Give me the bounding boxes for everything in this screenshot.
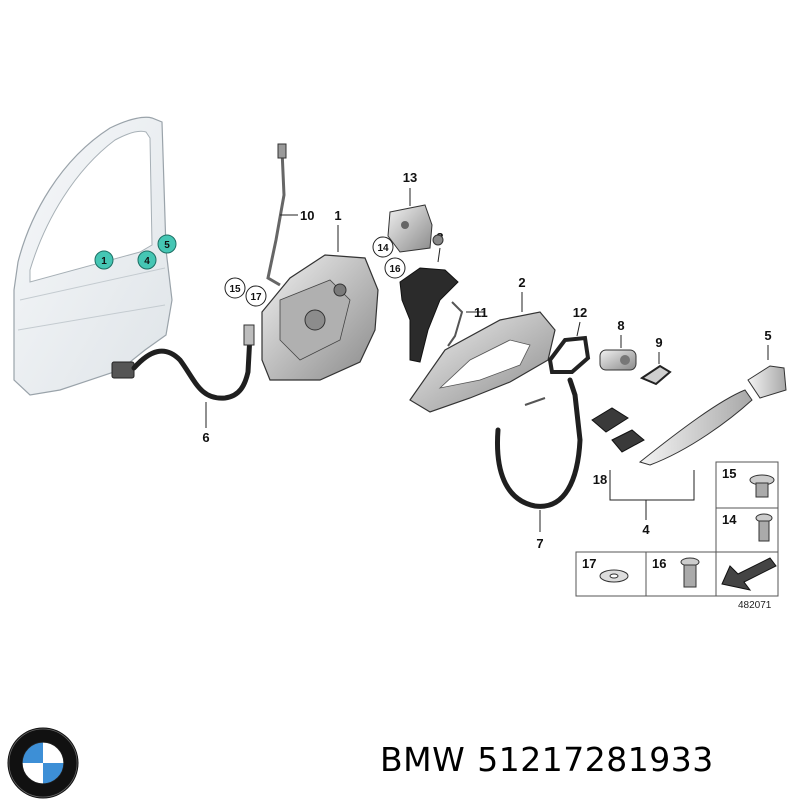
svg-text:17: 17 — [250, 292, 262, 303]
cap-part-5: 5 — [747, 328, 787, 399]
svg-text:17: 17 — [582, 556, 596, 571]
lock-cylinder-part-8: 8 — [599, 318, 637, 371]
part-caption: BMW 51217281933 — [380, 740, 726, 779]
svg-text:15: 15 — [229, 284, 241, 295]
svg-text:4: 4 — [144, 256, 150, 267]
clip-part-11: 11 — [447, 301, 488, 347]
part-number: 51217281933 — [477, 740, 714, 779]
bmw-logo — [7, 727, 79, 799]
svg-text:7: 7 — [536, 536, 543, 551]
striker-part-13: 13 — [387, 170, 433, 253]
seal-part-9: 9 — [639, 335, 672, 386]
handle-carrier-part-2: 2 — [409, 275, 556, 413]
cable-part-7: 7 — [495, 377, 583, 551]
legend-box-14: 14 — [715, 507, 779, 553]
gasket-part-12: 12 — [547, 305, 591, 374]
callout-circled-15: 15 — [224, 277, 246, 299]
svg-text:18: 18 — [593, 472, 607, 487]
callout-circled-16: 16 — [384, 257, 406, 279]
svg-text:2: 2 — [518, 275, 525, 290]
svg-text:8: 8 — [617, 318, 624, 333]
legend-box-arrow — [715, 551, 779, 597]
callout-circled-14: 14 — [372, 236, 394, 258]
svg-text:4: 4 — [642, 522, 650, 537]
svg-text:13: 13 — [403, 170, 417, 185]
door-lock-part-1: 1 — [261, 208, 379, 381]
svg-text:1: 1 — [334, 208, 341, 223]
svg-text:12: 12 — [573, 305, 587, 320]
svg-text:14: 14 — [722, 512, 737, 527]
legend-box-16: 16 — [645, 551, 717, 597]
svg-text:5: 5 — [164, 240, 170, 251]
cable-part-6: 6 — [111, 324, 255, 445]
diagram-id: 482071 — [738, 600, 772, 611]
outer-handle-part-4: 4 18 — [591, 389, 753, 537]
svg-text:11: 11 — [474, 305, 488, 320]
legend-box-17: 17 — [575, 551, 647, 597]
door-panel — [13, 116, 173, 396]
svg-text:6: 6 — [202, 430, 209, 445]
rod-part-10: 10 — [266, 143, 314, 287]
bracket-part-3: 3 — [399, 230, 459, 363]
callout-circled-17: 17 — [245, 285, 267, 307]
callout-teal-5: 5 — [157, 234, 177, 254]
svg-text:15: 15 — [722, 466, 736, 481]
brand-name: BMW — [380, 740, 466, 779]
svg-text:5: 5 — [764, 328, 771, 343]
callout-teal-1: 1 — [94, 250, 114, 270]
svg-text:10: 10 — [300, 208, 314, 223]
svg-text:16: 16 — [389, 264, 401, 275]
legend-box-15: 15 — [715, 461, 779, 509]
svg-text:14: 14 — [377, 243, 389, 254]
svg-text:16: 16 — [652, 556, 666, 571]
callout-teal-4: 4 — [137, 250, 157, 270]
svg-text:9: 9 — [655, 335, 662, 350]
svg-text:1: 1 — [101, 256, 107, 267]
